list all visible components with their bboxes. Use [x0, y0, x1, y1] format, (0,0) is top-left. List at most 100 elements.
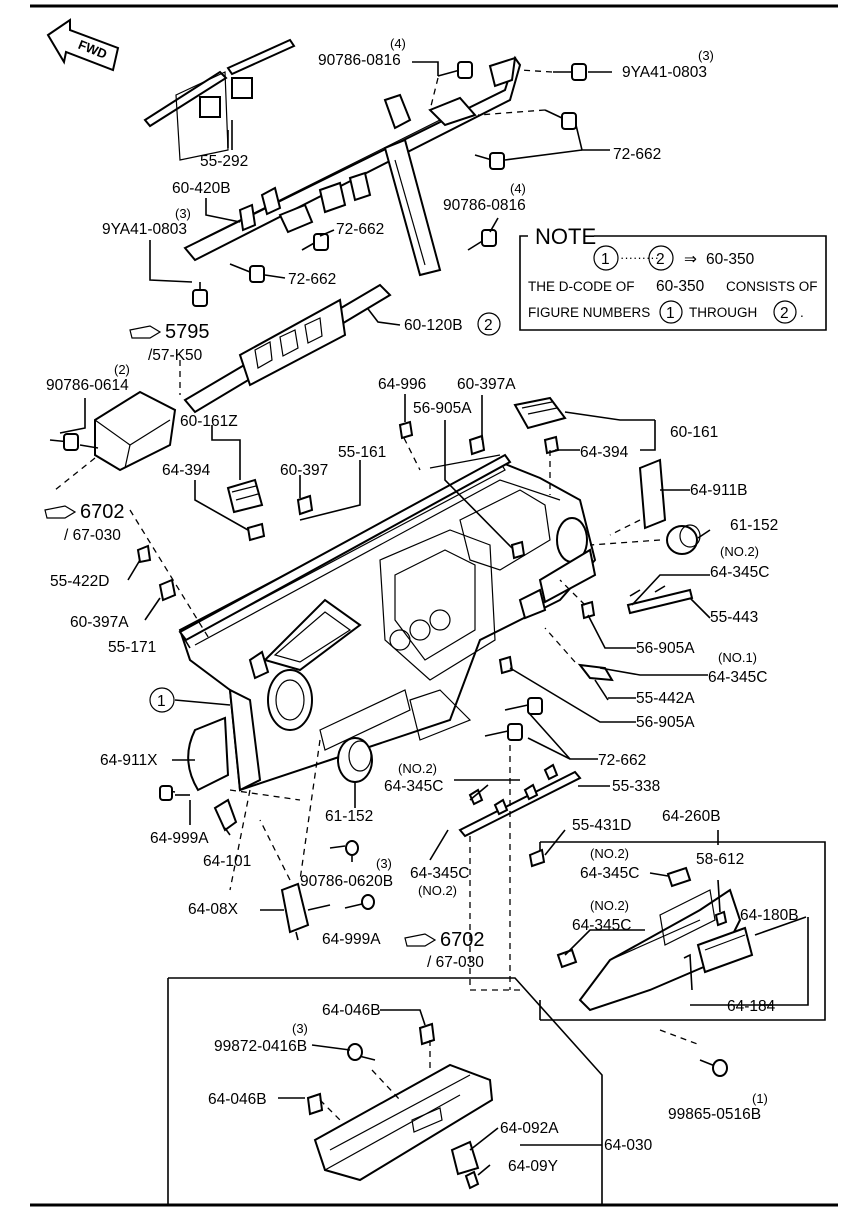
- note-line2-end: .: [800, 305, 804, 320]
- note-line1-end: CONSISTS OF: [726, 279, 818, 294]
- callout-circle-2-text: 2: [484, 317, 493, 334]
- label-61-152-b: 61-152: [325, 808, 373, 825]
- insulator-55-292: [143, 38, 296, 161]
- ref-6702-b-sub: / 67-030: [427, 954, 484, 971]
- label-64-092a: 64-092A: [500, 1120, 559, 1137]
- qty-64-345c-g2: (NO.2): [590, 898, 629, 913]
- glovebox-64-030-frame: [167, 977, 603, 1205]
- label-55-442a: 55-442A: [636, 690, 695, 707]
- label-64-911b: 64-911B: [690, 482, 747, 499]
- label-55-431d: 55-431D: [572, 817, 631, 834]
- note-circle-2: [773, 300, 797, 324]
- label-60-420b: 60-420B: [172, 180, 231, 197]
- leaders-middle: [127, 394, 809, 1176]
- ref-5795-sub: /57-K50: [148, 347, 203, 364]
- ref-5795: 5795 /57-K50: [129, 321, 210, 364]
- qty-64-345c-no1: (NO.1): [718, 650, 757, 665]
- screw-99865-0516b: [712, 1059, 728, 1077]
- part-labels: (4) 90786-0816 (3) 9YA41-0803 55-292 72-…: [46, 36, 799, 1175]
- label-64-101: 64-101: [203, 853, 251, 870]
- label-90786-0816-mid: 90786-0816: [443, 197, 526, 214]
- qty-64-345c-c: (NO.2): [398, 761, 437, 776]
- label-60-397a-t: 60-397A: [457, 376, 516, 393]
- qty-9ya41-0803-top: (3): [698, 48, 714, 63]
- dashboard-panel: [178, 460, 597, 792]
- bolt-90786-0620b: [329, 840, 359, 856]
- label-58-612: 58-612: [696, 851, 744, 868]
- note-dots: ·········: [620, 250, 659, 265]
- airbag-module: [49, 390, 177, 472]
- label-64-394-r: 64-394: [580, 444, 629, 461]
- label-55-292: 55-292: [200, 153, 248, 170]
- sensor-64-08x: [280, 882, 331, 941]
- label-60-397: 60-397: [280, 462, 328, 479]
- note-circle-2-text: 2: [780, 305, 789, 322]
- glovebox-body: [306, 1022, 494, 1190]
- ref-6702-a-code: 6702: [80, 501, 125, 523]
- qty-64-345c-b: (NO.2): [418, 883, 457, 898]
- label-90786-0816-top: 90786-0816: [318, 52, 401, 69]
- lower-strip-55-338: [458, 763, 582, 838]
- callout-circle-1-text: 1: [157, 693, 166, 710]
- label-56-905a-t: 56-905A: [413, 400, 472, 417]
- label-72-662-d: 72-662: [598, 752, 646, 769]
- label-64-184: 64-184: [727, 998, 776, 1015]
- note-circle-start: [593, 245, 619, 271]
- label-64-345c-g2: 64-345C: [572, 917, 631, 934]
- note-arrow: ⇒: [684, 251, 697, 268]
- note-circle-1: [659, 300, 683, 324]
- qty-64-345c-g1: (NO.2): [590, 846, 629, 861]
- side-panel-64-911x: [187, 716, 230, 792]
- bracket-64-101: [213, 798, 238, 832]
- vent-61-152-b: [337, 737, 373, 783]
- label-55-422d: 55-422D: [50, 573, 109, 590]
- qty-90786-0614: (2): [114, 362, 130, 377]
- label-64-345c-b: 64-345C: [410, 865, 469, 882]
- bolt-72-662-a2: [474, 152, 505, 170]
- note-circle-start-text: 1: [601, 251, 610, 268]
- note-circle-end-text: 2: [656, 251, 665, 268]
- label-60-161: 60-161: [670, 424, 718, 441]
- label-64-394-l: 64-394: [162, 462, 211, 479]
- screw-64-999a-l: [159, 785, 190, 801]
- fwd-arrow-icon: FWD: [46, 18, 120, 72]
- label-64-08x: 64-08X: [188, 901, 239, 918]
- label-72-662-a: 72-662: [613, 146, 661, 163]
- label-64-030: 64-030: [604, 1137, 653, 1154]
- ref-6702-a-sub: / 67-030: [64, 527, 121, 544]
- note-box: NOTE 1 ········· 2 ⇒ 60-350 THE D-CODE O…: [519, 222, 827, 331]
- qty-9ya41-0803-l: (3): [175, 206, 191, 221]
- label-99865-0516b: 99865-0516B: [668, 1106, 761, 1123]
- label-64-345c-g1: 64-345C: [580, 865, 639, 882]
- callout-circle-2: [477, 312, 501, 336]
- label-9ya41-0803-top: 9YA41-0803: [622, 64, 707, 81]
- note-title: NOTE: [535, 224, 596, 249]
- bolt-9ya41-0803-l: [192, 282, 208, 307]
- qty-99865-0516b: (1): [752, 1091, 768, 1106]
- label-55-443: 55-443: [710, 609, 758, 626]
- label-55-338: 55-338: [612, 778, 660, 795]
- note-circle-end: [648, 245, 674, 271]
- glovebox-frame-box: [528, 841, 826, 1021]
- label-56-905a-b: 56-905A: [636, 714, 695, 731]
- ref-6702-b-code: 6702: [440, 929, 485, 951]
- note-line1: THE D-CODE OF: [528, 279, 635, 294]
- upper-cover-60-120b: [183, 283, 392, 414]
- label-56-905a-m: 56-905A: [636, 640, 695, 657]
- qty-90786-0816-mid: (4): [510, 181, 526, 196]
- label-60-161z: 60-161Z: [180, 413, 238, 430]
- label-64-996: 64-996: [378, 376, 426, 393]
- label-64-345c-no1: 64-345C: [708, 669, 767, 686]
- label-55-161: 55-161: [338, 444, 386, 461]
- label-64-09y: 64-09Y: [508, 1158, 558, 1175]
- label-55-171: 55-171: [108, 639, 156, 656]
- bolt-72-662-b: [301, 233, 329, 251]
- label-64-260b: 64-260B: [662, 808, 721, 825]
- qty-90786-0816-top: (4): [390, 36, 406, 51]
- label-99872-0416b: 99872-0416B: [214, 1038, 307, 1055]
- ref-6702-b: 6702 / 67-030: [404, 929, 485, 971]
- qty-99872-0416b: (3): [292, 1021, 308, 1036]
- leaders-top: [149, 61, 612, 326]
- qty-64-345c-r: (NO.2): [720, 544, 759, 559]
